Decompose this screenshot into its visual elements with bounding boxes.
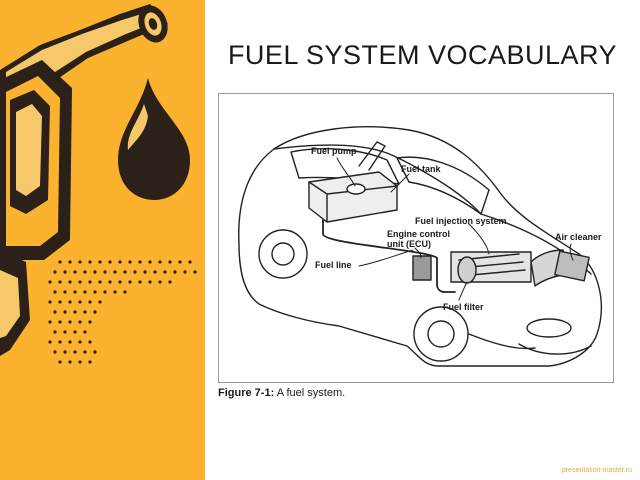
fuel-tank-shape (308, 171, 398, 223)
label-fuel-injection-system: Fuel injection system (415, 216, 507, 226)
label-air-cleaner: Air cleaner (555, 232, 602, 242)
decorative-panel (0, 0, 205, 480)
label-fuel-pump: Fuel pump (311, 146, 357, 156)
car-fuel-system-drawing (238, 126, 603, 367)
leader-air-cleaner (569, 243, 574, 261)
leader-fuel-pump (336, 157, 356, 187)
grille (468, 333, 536, 350)
fuel-system-figure: Fuel pump Fuel tank Fuel injection syste… (218, 93, 614, 383)
slide-title: FUEL SYSTEM VOCABULARY (227, 40, 618, 70)
fuel-filter-shape (457, 256, 477, 284)
leader-fuel-tank (390, 173, 410, 193)
watermark: presentation-master.ru (561, 467, 632, 474)
label-fuel-line: Fuel line (315, 260, 352, 270)
front-wheel-inner (427, 320, 455, 348)
label-fuel-filter: Fuel filter (443, 302, 484, 312)
leader-injection (468, 223, 490, 255)
figure-caption-text: A fuel system. (276, 387, 346, 399)
leader-ecu (414, 247, 422, 259)
fuel-line-shape (322, 219, 456, 293)
halftone-dots (48, 260, 197, 364)
label-ecu-line2: unit (ECU) (387, 239, 431, 249)
front-bumper (518, 343, 592, 355)
ecu-box (412, 255, 432, 281)
leader-fuel-line (358, 249, 414, 267)
figure-caption: Figure 7-1: A fuel system. (218, 387, 345, 399)
rear-wheel-outer (258, 229, 308, 279)
label-ecu-line1: Engine control (387, 229, 450, 239)
figure-caption-number: Figure 7-1: (218, 387, 275, 399)
air-cleaner-box (554, 250, 590, 282)
headlight (526, 318, 572, 338)
fuel-drop-icon (118, 78, 190, 200)
windshield (396, 156, 490, 215)
fuel-nozzle-icon (0, 4, 168, 356)
roof-line (273, 144, 482, 215)
rear-wheel-inner (271, 242, 295, 266)
fuel-pump-shape (346, 183, 366, 195)
filler-neck (358, 141, 386, 171)
front-wheel-outer (413, 306, 469, 362)
leader-fuel-filter (458, 281, 468, 301)
label-fuel-tank: Fuel tank (401, 164, 441, 174)
